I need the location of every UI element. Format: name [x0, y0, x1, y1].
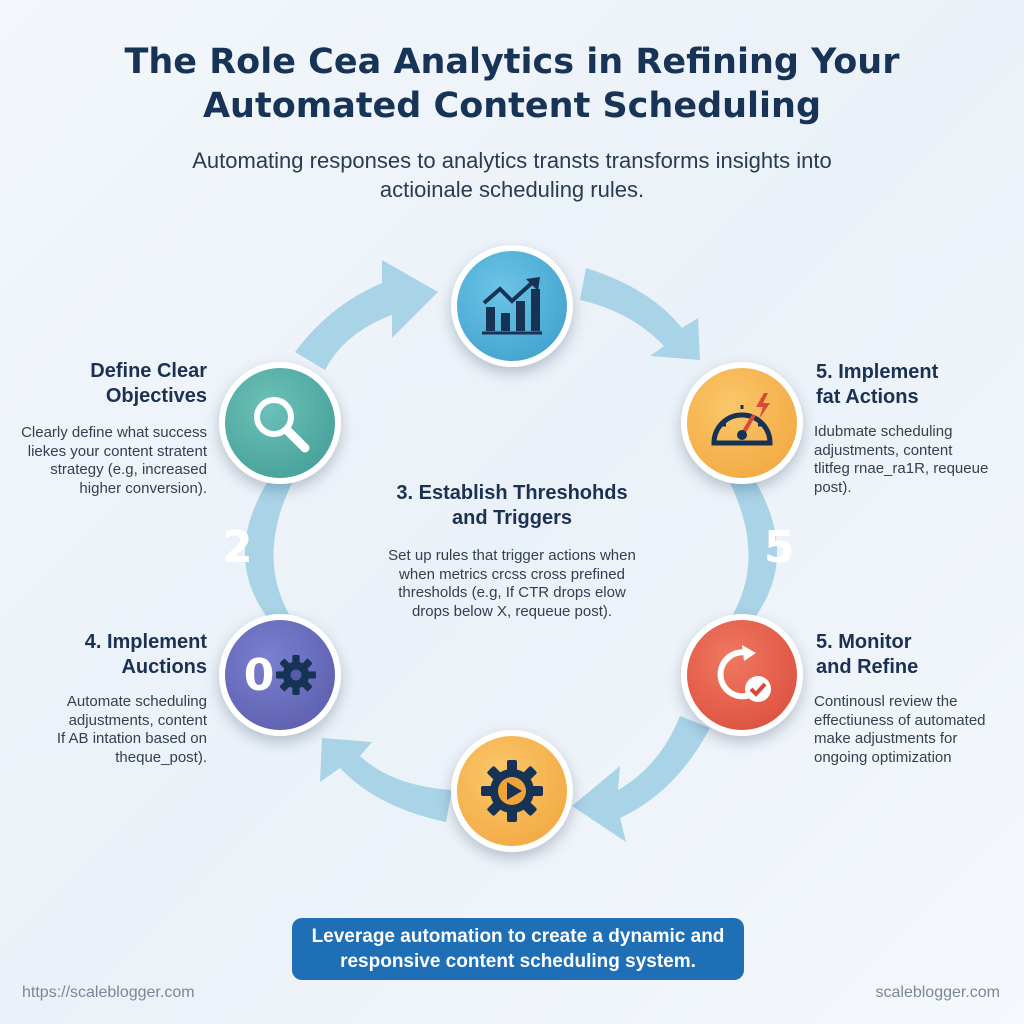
step-monitor-body-line-3: make adjustments for [814, 730, 958, 747]
step-implement-fast-body-line-2: adjustments, content [814, 441, 953, 459]
circle-number-zero: 0 [243, 649, 275, 701]
summary-banner-line-2: responsive content scheduling system. [340, 951, 696, 972]
step-monitor-heading: 5. Monitor and Refine [816, 630, 1006, 680]
step-establish-body-line-3: thresholds (e.g, If CTR drops elow [398, 584, 626, 601]
step-establish-body-line-1: Set up rules that trigger actions when [388, 547, 636, 564]
step-implement-auctions-heading: 4. Implement Auctions [40, 630, 207, 680]
step-define-body: Clearly define what success liekes your … [0, 424, 207, 498]
step-implement-fast-body-line-1: Idubmate scheduling [814, 423, 953, 440]
step-define-heading-line-2: Objectives [105, 385, 207, 407]
step-implement-fast-heading-line-2: fat Actions [816, 386, 919, 408]
step-circle-objectives [219, 362, 341, 484]
step-define-heading: Define Clear Objectives [40, 359, 207, 409]
subtitle-line-1: Automating responses to analytics transt… [192, 148, 832, 173]
step-implement-auctions-heading-line-1: 4. Implement [84, 631, 207, 653]
step-define-heading-line-1: Define Clear [90, 360, 207, 382]
step-define-body-line-1: Clearly define what success [21, 424, 207, 441]
step-monitor-body-line-1: Continousl review the [814, 693, 958, 710]
step-implement-fast-heading-line-1: 5. Implement [816, 361, 939, 383]
step-establish-body: Set up rules that trigger actions when w… [342, 547, 682, 621]
step-implement-auctions-body-line-3: If AB intation based on [56, 730, 207, 747]
step-define-body-line-2: liekes your content stratent [27, 442, 207, 460]
step-define-body-line-4: higher conversion). [79, 479, 207, 497]
step-monitor-body-line-2: effectiuness of automated [814, 711, 986, 729]
footer-url-left: https://scaleblogger.com [22, 984, 195, 1001]
bar-chart-growth-icon [482, 277, 542, 335]
title-line-1: The Role Cea Analytics in Refining Your [124, 42, 900, 82]
summary-banner: Leverage automation to create a dynamic … [292, 918, 744, 980]
step-implement-auctions-body: Automate scheduling adjustments, content… [20, 693, 207, 767]
cycle-arrow-bottom-left [320, 738, 452, 822]
step-monitor-body-line-4: ongoing optimization [814, 748, 952, 766]
footer-url-right: scaleblogger.com [875, 984, 1000, 1001]
step-implement-fast-body: Idubmate scheduling adjustments, content… [814, 423, 1019, 497]
step-establish-heading-line-1: 3. Establish Threshohds [396, 482, 628, 504]
cycle-arrow-top-right [580, 268, 700, 360]
magnifier-icon [254, 397, 310, 453]
cycle-arc-right [730, 478, 777, 619]
step-implement-fast-heading: 5. Implement fat Actions [816, 360, 1006, 410]
gear-play-icon [481, 760, 543, 822]
ring-number-left: 2 [222, 522, 253, 573]
page-title: The Role Cea Analytics in Refining Your … [0, 40, 1024, 128]
step-circle-automation [451, 730, 573, 852]
step-establish-heading-line-2: and Triggers [451, 507, 573, 529]
step-implement-auctions-heading-line-2: Auctions [121, 656, 207, 678]
page-subtitle: Automating responses to analytics transt… [110, 146, 914, 204]
cycle-arrow-top-left [295, 260, 438, 370]
step-circle-monitor [681, 614, 803, 736]
step-establish-body-line-2: when metrics crcss cross prefined [399, 565, 625, 583]
ring-number-right: 5 [764, 522, 795, 573]
cycle-arrow-bottom-right [572, 716, 710, 842]
step-establish-heading: 3. Establish Threshohds and Triggers [352, 481, 672, 531]
subtitle-line-2: actioinale scheduling rules. [379, 177, 645, 202]
summary-banner-line-1: Leverage automation to create a dynamic … [311, 926, 725, 947]
step-monitor-heading-line-1: 5. Monitor [816, 631, 912, 653]
step-circle-analytics [451, 245, 573, 367]
step-implement-auctions-body-line-1: Automate scheduling [66, 693, 207, 710]
step-establish-body-line-4: drops below X, requeue post). [411, 602, 613, 620]
title-line-2: Automated Content Scheduling [202, 86, 822, 126]
step-implement-auctions-body-line-4: theque_post). [115, 748, 207, 766]
step-define-body-line-3: strategy (e.g, increased [50, 461, 207, 478]
step-circle-fast-actions [681, 362, 803, 484]
step-implement-fast-body-line-3: tlitfeg rnae_ra1R, requeue [814, 460, 989, 477]
gear-icon [276, 655, 317, 695]
step-monitor-body: Continousl review the effectiuness of au… [814, 693, 1019, 767]
refresh-check-icon [717, 645, 771, 702]
speedometer-icon [711, 393, 773, 446]
summary-banner-text: Leverage automation to create a dynamic … [312, 924, 725, 974]
step-implement-auctions-body-line-2: adjustments, content [68, 711, 207, 729]
step-monitor-heading-line-2: and Refine [816, 656, 919, 678]
step-implement-fast-body-line-4: post). [814, 478, 852, 496]
cycle-arc-left [245, 481, 293, 619]
step-circle-auctions: 0 [219, 614, 341, 736]
